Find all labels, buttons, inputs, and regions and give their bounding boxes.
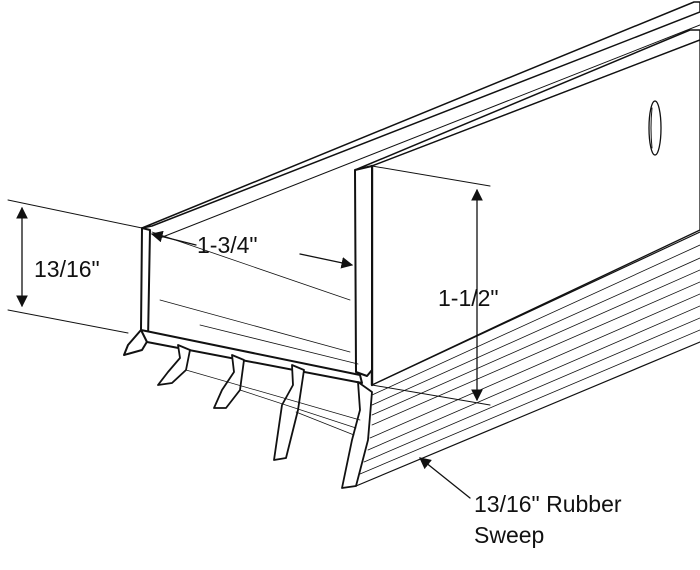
channel-width-label: 1-3/4" <box>197 232 258 258</box>
rubber-sweep-label-line2: Sweep <box>474 522 545 549</box>
flange-height-label: 13/16" <box>34 256 100 282</box>
extrusion-body <box>123 1 700 489</box>
channel-height-label: 1-1/2" <box>438 285 499 311</box>
channel-width-arrow-left <box>150 230 197 246</box>
rubber-sweep-label-line1: 13/16" Rubber <box>474 491 622 517</box>
dimension-lines <box>7 165 491 499</box>
rubber-sweep-label: 13/16" Rubber Sweep <box>474 489 622 551</box>
channel-width-arrow-right <box>299 253 354 269</box>
sweep-leader-arrow <box>419 457 471 499</box>
